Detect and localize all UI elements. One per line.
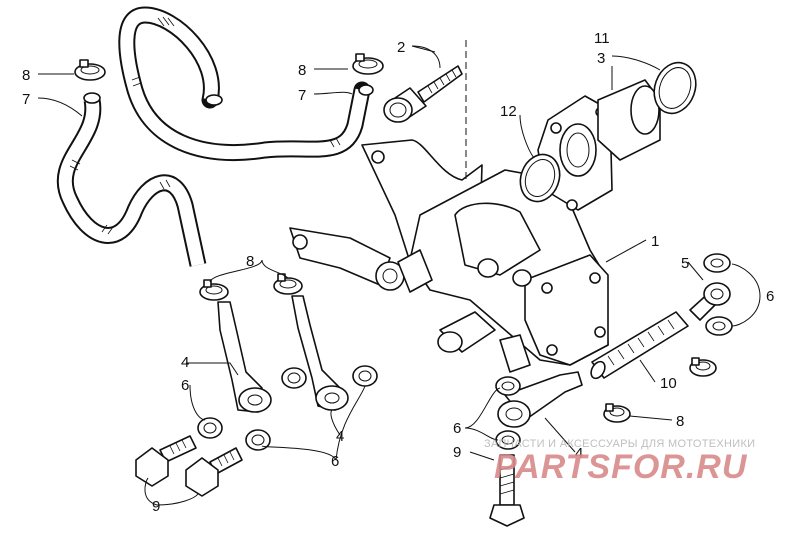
watermark: ЗАПЧАСТИ И АКСЕССУАРЫ ДЛЯ МОТОТЕХНИКИ PA… — [484, 438, 755, 486]
callout-12: 12 — [500, 103, 517, 120]
callout-5: 5 — [681, 255, 689, 272]
callout-7-right: 7 — [298, 87, 306, 104]
callout-9-left: 9 — [152, 498, 160, 515]
watermark-tagline: ЗАПЧАСТИ И АКСЕССУАРЫ ДЛЯ МОТОТЕХНИКИ — [484, 438, 755, 450]
callout-6-lower: 6 — [453, 420, 461, 437]
banjo-fitting-right — [689, 282, 731, 321]
banjo-bolt-left — [135, 435, 197, 487]
callout-4-left: 4 — [181, 354, 189, 371]
leader-lines — [37, 45, 761, 506]
callout-8-top-right: 8 — [298, 62, 306, 79]
hose-clamp-mid-right — [273, 273, 303, 295]
mounting-bolt — [383, 65, 463, 123]
banjo-fitting-left — [217, 301, 272, 413]
watermark-logo: PARTSFOR.RU — [494, 448, 748, 486]
callout-8-mid: 8 — [246, 253, 254, 270]
callout-3: 3 — [597, 50, 605, 67]
callout-6-center: 6 — [331, 453, 339, 470]
callout-4-center: 4 — [336, 428, 344, 445]
washers — [197, 253, 733, 451]
banjo-fitting-center — [291, 295, 349, 411]
o-ring-small — [519, 153, 561, 203]
o-ring-large — [653, 61, 697, 115]
hose-clamp-top-left — [74, 59, 106, 81]
callout-labels: 1 2 3 4 4 4 5 6 6 6 6 7 7 8 8 8 8 9 9 10… — [22, 30, 774, 515]
callout-8-lower-right: 8 — [676, 413, 684, 430]
hose-clamp-top-right — [352, 53, 384, 75]
callout-9-lower: 9 — [453, 444, 461, 461]
callout-7-left: 7 — [22, 91, 30, 108]
hose-left — [56, 92, 207, 267]
callout-8-top-left: 8 — [22, 67, 30, 84]
callout-6-left: 6 — [181, 377, 189, 394]
oil-pump-body — [375, 169, 609, 373]
short-hose — [590, 311, 689, 380]
callout-4-lower: 4 — [575, 445, 583, 462]
callout-6-right: 6 — [766, 288, 774, 305]
callout-1: 1 — [651, 233, 659, 250]
callout-2: 2 — [397, 39, 405, 56]
hose-long — [118, 6, 374, 161]
callout-11: 11 — [594, 30, 610, 47]
callout-10: 10 — [660, 375, 677, 392]
hose-clamp-lower-right — [603, 403, 631, 423]
banjo-bolt-lower — [489, 454, 525, 527]
banjo-bolt-center — [185, 447, 243, 497]
banjo-fitting-lower — [497, 371, 583, 428]
pump-cover-housing — [537, 79, 661, 211]
hose-clamp-mid-left — [199, 279, 229, 301]
hose-clamp-right — [689, 357, 717, 377]
